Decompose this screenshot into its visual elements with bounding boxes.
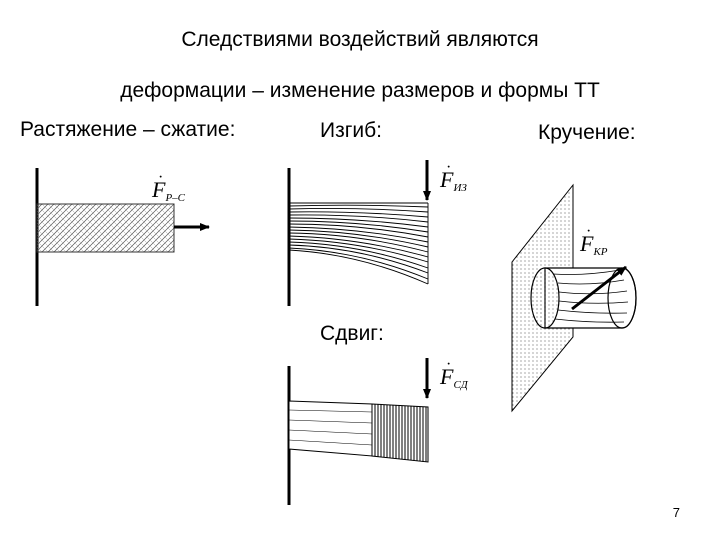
- bending-force-label: ·FИЗ: [440, 159, 467, 194]
- vector-dot: ·: [446, 356, 452, 373]
- torsion-label: Кручение:: [538, 121, 636, 144]
- bending-diagram: [287, 160, 431, 306]
- tension-diagram: [35, 168, 210, 306]
- tension-force-label: ·FР–С: [152, 169, 186, 204]
- torsion-force-arrow: [571, 265, 627, 311]
- tension-bar: [36, 203, 175, 253]
- bending-beam: [288, 202, 429, 285]
- torsion-cylinder: [530, 267, 637, 329]
- vector-dot: ·: [158, 169, 164, 186]
- shear-block-lines: [374, 404, 427, 462]
- shear-label: Сдвиг:: [320, 322, 384, 345]
- vector-dot: ·: [446, 159, 452, 176]
- title-line-1: Следствиями воздействий являются: [181, 28, 539, 51]
- vector-dot: ·: [586, 223, 592, 240]
- torsion-force-label: ·FКР: [580, 223, 608, 258]
- tension-label: Растяжение – сжатие:: [20, 118, 236, 141]
- shear-diagram: [287, 358, 431, 505]
- shear-force-label: ·FСД: [440, 356, 468, 391]
- shear-block-left: [288, 400, 373, 457]
- title-line-2: деформации – изменение размеров и формы …: [120, 79, 600, 102]
- bending-label: Изгиб:: [320, 119, 382, 142]
- page-number: 7: [672, 505, 680, 520]
- torsion-diagram: [511, 183, 637, 413]
